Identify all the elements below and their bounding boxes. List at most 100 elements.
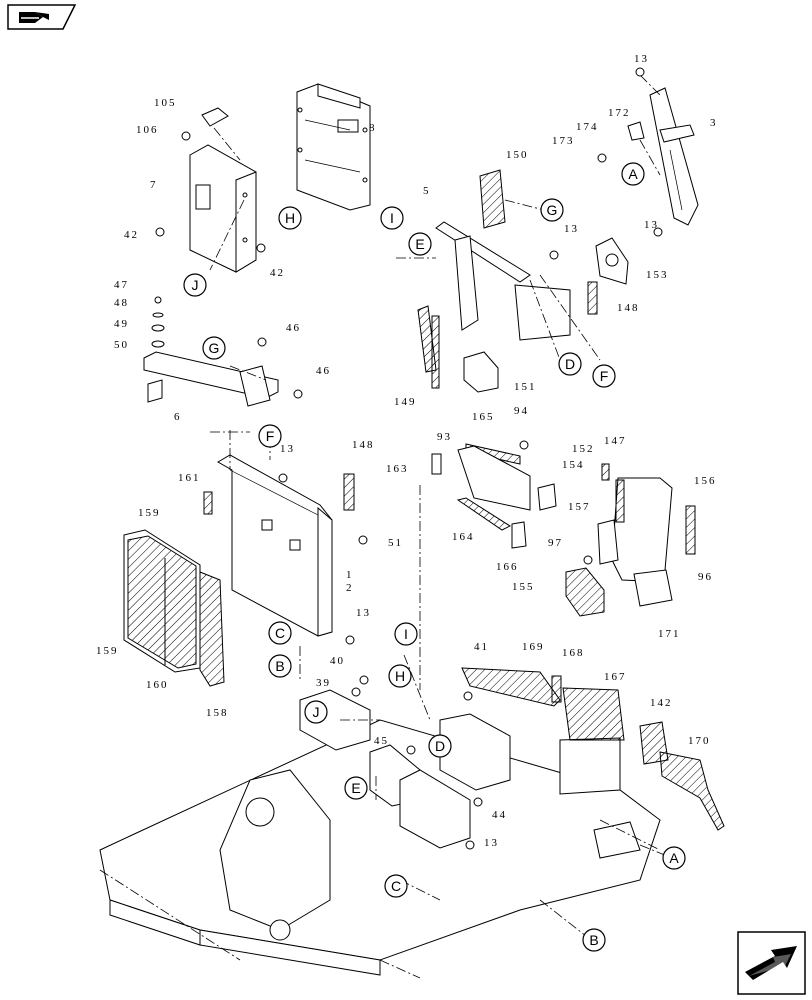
part-number-label[interactable]: 172 [608, 107, 631, 119]
part-number-label[interactable]: 160 [146, 679, 169, 691]
callout-j-circle[interactable]: J [183, 273, 207, 297]
callout-letter: D [435, 738, 445, 754]
callout-a-circle[interactable]: A [662, 846, 686, 870]
part-number-label[interactable]: 2 [346, 582, 354, 594]
part-number-label[interactable]: 147 [604, 435, 627, 447]
callout-e-circle[interactable]: E [344, 776, 368, 800]
part-number-label[interactable]: 47 [114, 279, 129, 291]
part-number-label[interactable]: 163 [386, 463, 409, 475]
part-number-label[interactable]: 152 [572, 443, 595, 455]
part-number-label[interactable]: 159 [96, 645, 119, 657]
part-number-label[interactable]: 41 [474, 641, 489, 653]
callout-letter: H [395, 668, 405, 684]
part-number-label[interactable]: 1 [346, 569, 354, 581]
part-number-label[interactable]: 5 [423, 185, 431, 197]
part-number-label[interactable]: 153 [646, 269, 669, 281]
part-number-label[interactable]: 8 [369, 122, 377, 134]
part-number-label[interactable]: 49 [114, 318, 129, 330]
callout-letter: C [391, 878, 401, 894]
callout-i-circle[interactable]: I [394, 622, 418, 646]
callout-b-circle[interactable]: B [582, 928, 606, 952]
panel-8 [296, 83, 371, 211]
part-number-label[interactable]: 168 [562, 647, 585, 659]
part-number-label[interactable]: 157 [568, 501, 591, 513]
part-number-label[interactable]: 165 [472, 411, 495, 423]
part-number-label[interactable]: 39 [316, 677, 331, 689]
part-number-label[interactable]: 170 [688, 735, 711, 747]
part-number-label[interactable]: 158 [206, 707, 229, 719]
part-number-label[interactable]: 97 [548, 537, 563, 549]
part-number-label[interactable]: 156 [694, 475, 717, 487]
part-number-label[interactable]: 46 [316, 365, 331, 377]
part-number-label[interactable]: 6 [174, 411, 182, 423]
chassis-frame [99, 667, 725, 979]
part-number-label[interactable]: 150 [506, 149, 529, 161]
part-number-label[interactable]: 142 [650, 697, 673, 709]
callout-j-circle[interactable]: J [304, 700, 328, 724]
part-number-label[interactable]: 105 [154, 97, 177, 109]
part-number-label[interactable]: 42 [124, 229, 139, 241]
part-number-label[interactable]: 155 [512, 581, 535, 593]
callout-letter: D [565, 356, 575, 372]
part-number-label[interactable]: 94 [514, 405, 529, 417]
callout-ring [558, 352, 582, 376]
part-number-label[interactable]: 154 [562, 459, 585, 471]
part-number-label[interactable]: 48 [114, 297, 129, 309]
callout-a-circle[interactable]: A [621, 162, 645, 186]
part-number-label[interactable]: 166 [496, 561, 519, 573]
part-number-label[interactable]: 167 [604, 671, 627, 683]
callout-g-circle[interactable]: G [540, 198, 564, 222]
part-number-label[interactable]: 148 [352, 439, 375, 451]
part-number-label[interactable]: 161 [178, 472, 201, 484]
insulation-159-160 [123, 529, 225, 687]
part-number-label[interactable]: 46 [286, 322, 301, 334]
part-number-label[interactable]: 164 [452, 531, 475, 543]
callout-g-circle[interactable]: G [202, 336, 226, 360]
part-number-label[interactable]: 42 [270, 267, 285, 279]
part-number-label[interactable]: 93 [437, 431, 452, 443]
part-number-label[interactable]: 13 [644, 219, 659, 231]
callout-d-circle[interactable]: D [558, 352, 582, 376]
callout-c-circle[interactable]: C [384, 874, 408, 898]
part-number-label[interactable]: 45 [374, 735, 389, 747]
callout-i-circle[interactable]: I [380, 206, 404, 230]
part-number-label[interactable]: 50 [114, 339, 129, 351]
callout-h-circle[interactable]: H [278, 206, 302, 230]
part-number-label[interactable]: 13 [564, 223, 579, 235]
callout-ring [540, 198, 564, 222]
part-number-label[interactable]: 148 [617, 302, 640, 314]
part-number-label[interactable]: 149 [394, 396, 417, 408]
part-number-label[interactable]: 3 [710, 117, 718, 129]
part-number-label[interactable]: 13 [634, 53, 649, 65]
part-number-label[interactable]: 7 [150, 179, 158, 191]
callout-f-circle[interactable]: F [592, 364, 616, 388]
part-number-label[interactable]: 44 [492, 809, 507, 821]
part-number-label[interactable]: 13 [484, 837, 499, 849]
part-number-label[interactable]: 171 [658, 628, 681, 640]
callout-e-circle[interactable]: E [408, 232, 432, 256]
part-number-label[interactable]: 106 [136, 124, 159, 136]
callout-c-circle[interactable]: C [268, 621, 292, 645]
part-number-label[interactable]: 13 [356, 607, 371, 619]
callout-letter: E [351, 780, 360, 796]
part-number-label[interactable]: 174 [576, 121, 599, 133]
part-number-label[interactable]: 96 [698, 571, 713, 583]
callout-f-circle[interactable]: F [258, 424, 282, 448]
book-open-icon[interactable] [5, 3, 77, 31]
callout-h-circle[interactable]: H [388, 664, 412, 688]
next-arrow-icon[interactable] [735, 930, 807, 996]
part-number-label[interactable]: 159 [138, 507, 161, 519]
part-number-label[interactable]: 173 [552, 135, 575, 147]
callout-b-circle[interactable]: B [268, 654, 292, 678]
callout-ring [384, 874, 408, 898]
leader-lines [209, 199, 673, 937]
part-number-label[interactable]: 51 [388, 537, 403, 549]
part-number-label[interactable]: 151 [514, 381, 537, 393]
part-number-label[interactable]: 13 [280, 443, 295, 455]
callout-d-circle[interactable]: D [428, 734, 452, 758]
callout-ring [278, 206, 302, 230]
part-number-label[interactable]: 169 [522, 641, 545, 653]
part-number-label[interactable]: 40 [330, 655, 345, 667]
